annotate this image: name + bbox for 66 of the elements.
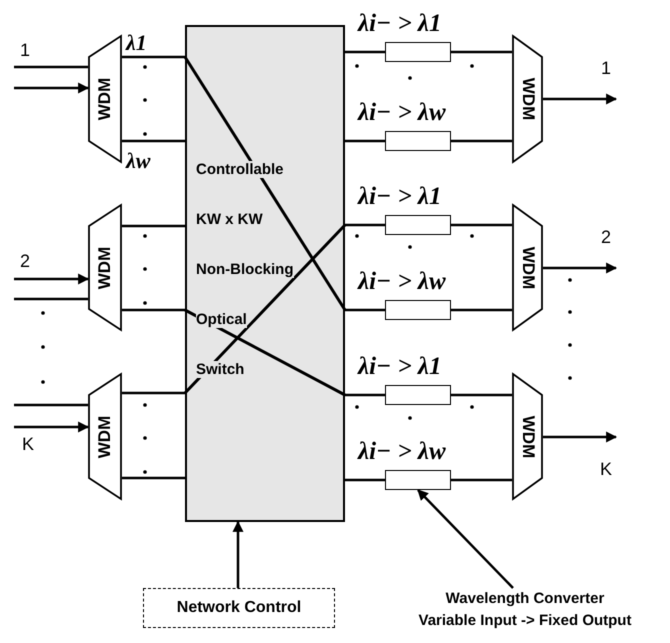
port-number: 2 <box>20 251 30 272</box>
arrow <box>543 432 618 442</box>
converter-box <box>385 300 451 320</box>
fiber-line <box>122 392 185 394</box>
arrow <box>14 82 90 94</box>
fiber-line <box>345 140 385 142</box>
conversion-label: λi− > λ1 <box>358 353 442 381</box>
fiber-line <box>14 404 88 406</box>
port-number: K <box>22 434 34 455</box>
arrow <box>232 520 244 588</box>
wavelength-label: λ1 <box>126 30 147 56</box>
wavelength-label: λw <box>126 148 150 174</box>
fiber-line <box>122 476 185 480</box>
arrow <box>14 422 90 432</box>
arrow <box>543 94 618 104</box>
conversion-label: λi− > λw <box>358 438 446 466</box>
converter-box <box>385 215 451 235</box>
multiplexer-trapezoid <box>88 35 122 163</box>
fiber-line <box>451 140 512 142</box>
fiber-line <box>14 66 88 68</box>
port-number: 1 <box>601 58 612 79</box>
fiber-line <box>122 224 185 228</box>
fiber-line <box>345 478 385 482</box>
conversion-label: λi− > λw <box>358 99 446 127</box>
multiplexer-trapezoid <box>88 373 122 500</box>
device-label: WDM <box>95 246 115 289</box>
fiber-line <box>122 56 185 58</box>
fiber-line <box>451 50 512 54</box>
converter-box <box>385 131 451 151</box>
control-box <box>143 588 335 628</box>
fiber-line <box>451 478 512 482</box>
control-label: Network Control <box>176 599 302 617</box>
device-label: WDM <box>95 415 115 458</box>
converter-box <box>385 42 451 62</box>
switch-label: Controllable KW x KW Non-Blocking Optical Switch <box>196 160 294 380</box>
fiber-line <box>451 224 512 226</box>
converter-box <box>385 470 451 490</box>
fiber-line <box>345 308 385 312</box>
fiber-line <box>345 394 385 396</box>
fiber-line <box>451 394 512 396</box>
arrow <box>14 274 90 284</box>
multiplexer-trapezoid <box>512 35 543 163</box>
fiber-line <box>345 224 385 226</box>
device-label: WDM <box>95 78 115 120</box>
port-number: 1 <box>20 40 30 61</box>
fiber-line <box>451 308 512 312</box>
conversion-label: λi− > λ1 <box>358 10 442 38</box>
fiber-line <box>345 50 385 54</box>
arrow <box>543 262 618 274</box>
port-number: K <box>600 459 612 480</box>
fiber-line <box>14 298 88 300</box>
device-label: WDM <box>518 246 538 289</box>
callout-text: Wavelength Converter Variable Input -> Fixed Output <box>416 588 634 632</box>
conversion-label: λi− > λ1 <box>358 183 442 211</box>
leader-line <box>417 489 514 589</box>
fiber-line <box>122 140 185 142</box>
converter-box <box>385 385 451 405</box>
device-label: WDM <box>518 415 538 458</box>
multiplexer-trapezoid <box>512 373 543 500</box>
multiplexer-trapezoid <box>88 204 122 331</box>
port-number: 2 <box>601 227 612 248</box>
device-label: WDM <box>518 78 538 120</box>
optical-switch-box <box>185 25 345 522</box>
conversion-label: λi− > λw <box>358 268 446 296</box>
multiplexer-trapezoid <box>512 204 543 331</box>
fiber-line <box>122 308 185 312</box>
